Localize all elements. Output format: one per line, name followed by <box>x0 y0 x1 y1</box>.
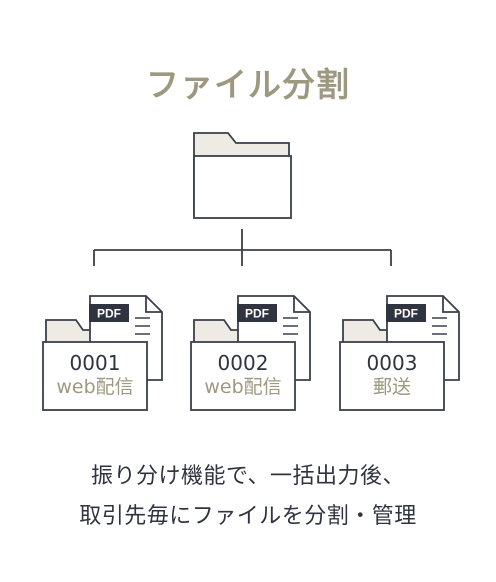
diagram-title: ファイル分割 <box>146 65 350 104</box>
file-code-0001: 0001 <box>69 351 121 375</box>
file-code-0003: 0003 <box>366 351 418 375</box>
pdf-badge-text: PDF <box>245 307 269 321</box>
file-group-0003: PDF <box>339 295 460 411</box>
file-label-0003: 郵送 <box>372 376 411 398</box>
caption-line-2: 取引先毎にファイルを分割・管理 <box>79 504 417 529</box>
pdf-badge-text: PDF <box>97 307 121 321</box>
source-folder-icon <box>193 132 292 219</box>
folder-front <box>42 341 148 411</box>
file-group-0002: PDF <box>190 295 311 411</box>
file-label-0001: web配信 <box>56 376 134 398</box>
folder-front <box>339 341 445 411</box>
file-code-0002: 0002 <box>217 351 269 375</box>
file-group-0001: PDF <box>42 295 163 411</box>
pdf-badge <box>89 304 129 322</box>
pdf-badge <box>386 304 426 322</box>
folder-front <box>190 341 296 411</box>
file-label-0002: web配信 <box>204 376 282 398</box>
tree-connector-lines <box>93 229 392 266</box>
pdf-badge-text: PDF <box>394 307 418 321</box>
pdf-badge <box>237 304 277 322</box>
caption-line-1: 振り分け機能で、一括出力後、 <box>90 464 406 489</box>
